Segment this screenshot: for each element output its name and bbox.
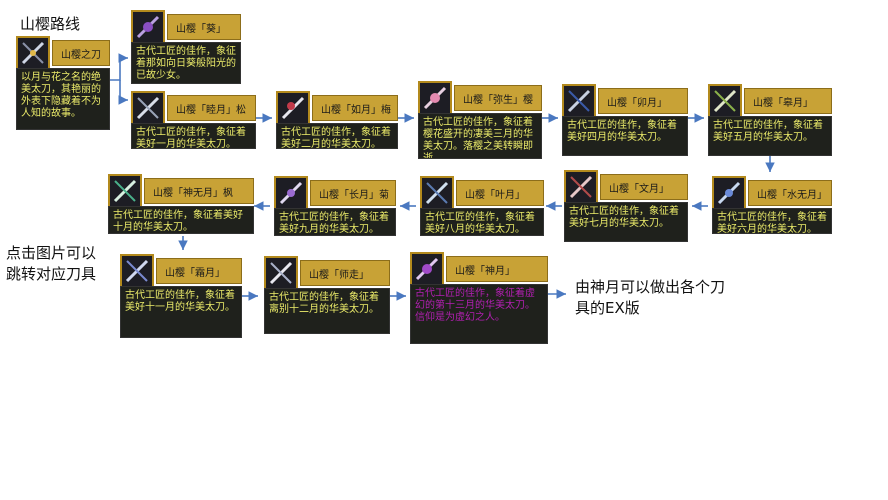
sword-icon [420,176,454,210]
card-description: 古代工匠的佳作，象征着美好六月的华美太刀。 [717,212,827,234]
card-description: 古代工匠的佳作，象征着美好八月的华美太刀。 [425,212,535,235]
page-title: 山樱路线 [20,15,81,33]
sword-icon [276,91,310,125]
card-nagatsuki[interactable]: 山樱「长月」菊 古代工匠的佳作，象征着美好九月的华美太刀。 [274,176,396,236]
card-title: 山樱「弥生」樱 [463,94,533,106]
sword-icon [131,10,165,44]
sword-icon [108,174,142,208]
card-shiwasu[interactable]: 山樱「师走」 古代工匠的佳作，象征着离别十二月的华美太刀。 [264,256,390,334]
arrow-root-mutsuki [118,80,128,105]
card-mutsuki[interactable]: 山樱「睦月」松 古代工匠的佳作，象征着美好一月的华美太刀。 [131,91,256,149]
sword-icon [410,252,444,286]
card-title: 山樱「霜月」 [165,267,225,279]
card-description: 古代工匠的佳作，象征着美好一月的华美太刀。 [136,127,246,149]
card-description: 古代工匠的佳作，象征着虚幻的第十三月的华美太刀。信仰是为虚幻之人。 [415,288,535,323]
card-title: 山樱「如月」梅 [321,104,391,116]
card-kamizuki[interactable]: 山樱「神月」 古代工匠的佳作，象征着虚幻的第十三月的华美太刀。信仰是为虚幻之人。 [410,252,548,344]
card-title: 山樱「神月」 [455,265,515,277]
card-title: 山樱「水无月」 [757,189,827,201]
sword-icon [712,176,746,210]
sword-icon [418,81,452,115]
end-note: 由神月可以做出各个刀具的EX版 [575,278,726,317]
card-description: 古代工匠的佳作，象征着美好五月的华美太刀。 [713,120,823,143]
card-description: 古代工匠的佳作，象征着美好十月的华美太刀。 [113,210,243,233]
card-description: 古代工匠的佳作，象征着离别十二月的华美太刀。 [269,292,379,315]
sword-icon [264,256,298,290]
card-description: 以月与花之名的绝美太刀，其艳丽的外表下隐藏着不为人知的故事。 [21,72,101,119]
sword-icon [131,91,165,125]
card-description: 古代工匠的佳作，象征着美好七月的华美太刀。 [569,206,679,229]
card-hazuki[interactable]: 山樱「叶月」 古代工匠的佳作，象征着美好八月的华美太刀。 [420,176,544,236]
card-kisaragi[interactable]: 山樱「如月」梅 古代工匠的佳作，象征着美好二月的华美太刀。 [276,91,398,149]
sword-icon [16,36,50,70]
card-shimotsuki[interactable]: 山樱「霜月」 古代工匠的佳作，象征着美好十一月的华美太刀。 [120,254,242,338]
card-title: 山樱之刀 [61,49,101,61]
card-title: 山樱「睦月」松 [176,104,246,116]
sword-icon [562,84,596,118]
card-title: 山樱「文月」 [609,183,669,195]
card-title: 山樱「皋月」 [753,97,813,109]
sword-icon [564,170,598,204]
card-description: 古代工匠的佳作，象征着美好二月的华美太刀。 [281,127,391,149]
card-description: 古代工匠的佳作，象征着美好四月的华美太刀。 [567,120,677,143]
side-note: 点击图片可以跳转对应刀具 [6,244,97,283]
card-fumizuki[interactable]: 山樱「文月」 古代工匠的佳作，象征着美好七月的华美太刀。 [564,170,688,242]
card-title: 山樱「卯月」 [607,97,667,109]
card-yamazakura-no-katana[interactable]: 山樱之刀 以月与花之名的绝美太刀，其艳丽的外表下隐藏着不为人知的故事。 [16,36,110,130]
card-description: 古代工匠的佳作，象征着樱花盛开的凄美三月的华美太刀。落樱之美转瞬即逝。 [423,117,533,159]
card-title: 山樱「长月」菊 [319,189,389,201]
sword-icon [274,176,308,210]
card-kannazuki[interactable]: 山樱「神无月」枫 古代工匠的佳作，象征着美好十月的华美太刀。 [108,174,254,234]
sword-icon [120,254,154,288]
card-title: 山樱「师走」 [309,269,369,281]
card-yayoi[interactable]: 山樱「弥生」樱 古代工匠的佳作，象征着樱花盛开的凄美三月的华美太刀。落樱之美转瞬… [418,81,542,159]
card-description: 古代工匠的佳作，象征着美好九月的华美太刀。 [279,212,389,235]
arrow-root-aoi [110,53,128,81]
card-title: 山樱「葵」 [176,23,226,35]
card-uzuki[interactable]: 山樱「卯月」 古代工匠的佳作，象征着美好四月的华美太刀。 [562,84,688,156]
card-description: 古代工匠的佳作，象征着那如向日葵般阳光的已故少女。 [136,46,236,81]
card-satsuki[interactable]: 山樱「皋月」 古代工匠的佳作，象征着美好五月的华美太刀。 [708,84,832,156]
card-aoi[interactable]: 山樱「葵」 古代工匠的佳作，象征着那如向日葵般阳光的已故少女。 [131,10,241,84]
card-title: 山樱「叶月」 [465,189,525,201]
card-description: 古代工匠的佳作，象征着美好十一月的华美太刀。 [125,290,235,313]
card-minazuki[interactable]: 山樱「水无月」 古代工匠的佳作，象征着美好六月的华美太刀。 [712,176,832,234]
sword-icon [708,84,742,118]
card-title: 山樱「神无月」枫 [153,187,233,199]
